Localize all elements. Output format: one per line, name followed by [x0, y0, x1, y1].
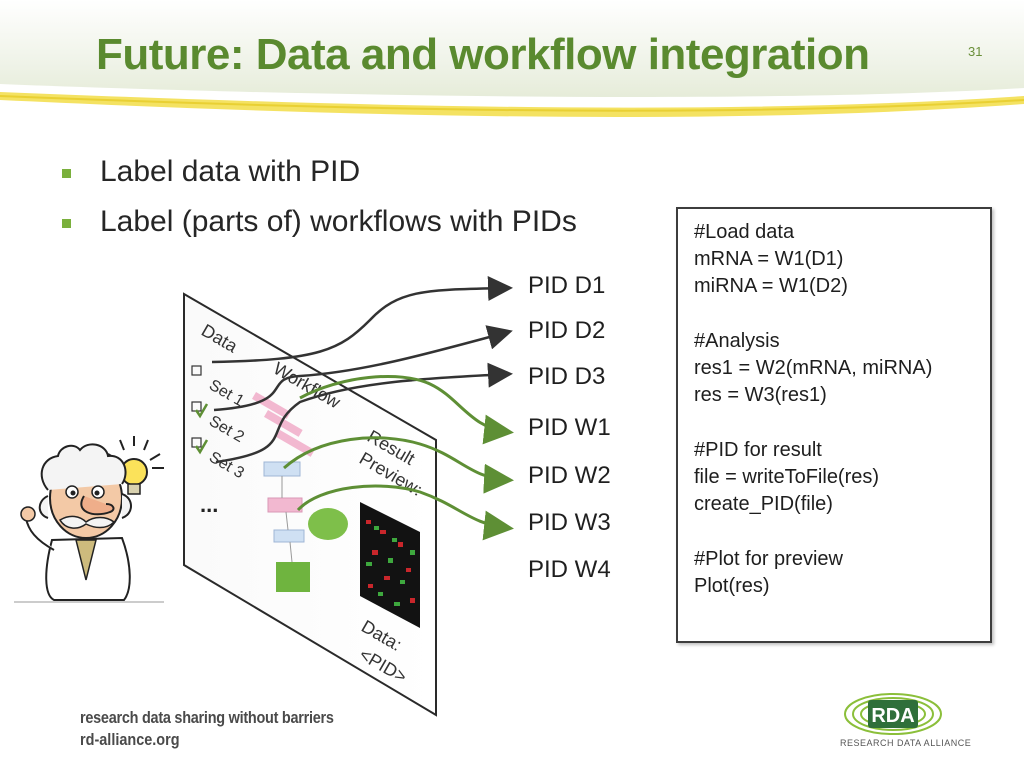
slide-title: Future: Data and workflow integration	[96, 30, 870, 79]
code-line: file = writeToFile(res)	[694, 466, 880, 488]
data-set-ellipsis: ...	[200, 492, 218, 517]
code-line: #Analysis	[694, 330, 780, 352]
code-line: #PID for result	[694, 439, 822, 461]
code-box: #Load data mRNA = W1(D1) miRNA = W1(D2) …	[676, 207, 992, 643]
rda-logo-text: RDA	[871, 705, 914, 727]
code-line: res1 = W2(mRNA, miRNA)	[694, 357, 933, 379]
footer-website-link[interactable]: rd-alliance.org	[80, 730, 180, 749]
slide-number: 31	[968, 44, 983, 59]
code-line: #Load data	[694, 221, 795, 243]
arrow-to-pid-w1	[299, 375, 514, 445]
workflow-diagram	[252, 392, 348, 592]
footer-tagline: research data sharing without barriers r…	[80, 708, 378, 750]
code-line: create_PID(file)	[694, 493, 833, 515]
bullet-square-icon	[62, 169, 71, 178]
code-line: #Plot for preview	[694, 548, 843, 570]
bullet-text: Label data with PID	[100, 155, 361, 188]
rda-logo-caption: RESEARCH DATA ALLIANCE	[840, 738, 972, 748]
pid-label: PID W4	[528, 556, 611, 583]
workflow-panel: Data Set 1 Set 2 Set 3 ... Workflow Resu…	[183, 292, 437, 717]
pid-label: PID W3	[528, 509, 611, 536]
code-line: mRNA = W1(D1)	[694, 248, 844, 270]
code-line: res = W3(res1)	[694, 384, 827, 406]
rda-logo: RDA	[844, 693, 942, 735]
pid-label: PID D1	[528, 272, 606, 299]
arrow-to-pid-d3	[215, 362, 513, 464]
code-line: Plot(res)	[694, 575, 770, 597]
arrow-to-pid-w3	[296, 484, 514, 541]
arrow-to-pid-d1	[211, 276, 513, 364]
arrow-to-pid-d2	[213, 325, 513, 412]
pid-label: PID W1	[528, 414, 611, 441]
pid-label: PID D3	[528, 363, 606, 390]
heatmap-preview-image	[360, 502, 420, 628]
professor-illustration	[14, 436, 164, 603]
pid-label: PID D2	[528, 317, 606, 344]
footer-tagline-text: research data sharing without barriers	[80, 708, 334, 727]
check-mark-icon	[194, 403, 209, 455]
bullet-text: Label (parts of) workflows with PIDs	[100, 205, 577, 238]
pid-label: PID W2	[528, 462, 611, 489]
arrow-to-pid-w2	[283, 436, 514, 494]
bullet-square-icon	[62, 219, 71, 228]
code-line: miRNA = W1(D2)	[694, 275, 848, 297]
header-swoosh	[0, 0, 1024, 117]
